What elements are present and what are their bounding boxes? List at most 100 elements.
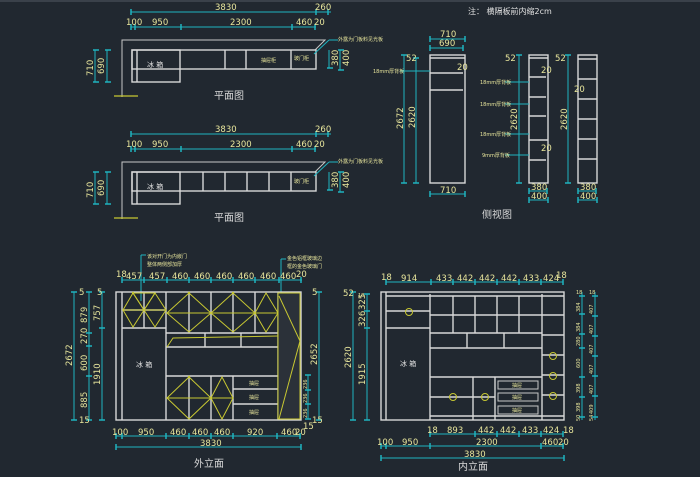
- dim-top: 433: [436, 274, 452, 284]
- dim-bottom: 100: [377, 438, 393, 448]
- dim-bottom: 18: [563, 426, 574, 436]
- dim-top: 18: [116, 270, 127, 280]
- outer-elevation: 该对开门为内嵌门 整体两侧部加厚 金色铝框玻璃边 框的金色玻璃门 18 457 …: [65, 253, 323, 470]
- callout-text: 外露为门板料见光板: [338, 158, 383, 165]
- dim-total: 3830: [215, 3, 237, 13]
- dim-20: 20: [457, 63, 468, 73]
- dim-54: 54: [589, 415, 595, 421]
- dim-top: 460: [280, 272, 296, 282]
- dim-20: 20: [314, 18, 325, 28]
- dim-52: 52: [406, 54, 417, 64]
- dim-bottom: 460: [192, 428, 208, 438]
- drawer-label: 抽屉: [249, 409, 259, 416]
- callout-left-line2: 整体两侧部加厚: [147, 261, 182, 268]
- dim-top: 460: [216, 272, 232, 282]
- dim-total: 3830: [215, 125, 237, 135]
- dim-20: 20: [541, 144, 552, 154]
- dim-2672: 2672: [65, 344, 75, 366]
- dim-407: 407: [589, 384, 595, 394]
- dim-bottom: 18: [427, 426, 438, 436]
- drawer-label: 抽屉: [249, 380, 259, 387]
- fridge-label: 冰 箱: [136, 360, 152, 369]
- dim-100: 100: [126, 140, 142, 150]
- dim-2300: 2300: [230, 140, 252, 150]
- fridge-label: 冰 箱: [147, 60, 163, 69]
- dim-325: 325: [358, 294, 368, 310]
- dim-bottom: 2300: [476, 438, 498, 448]
- dim-bottom: 20: [295, 428, 306, 438]
- drawer-label: 抽屉: [512, 407, 522, 414]
- dim-100: 100: [126, 18, 142, 28]
- plan-title: 平面图: [214, 212, 244, 224]
- outer-elevation-title: 外立面: [194, 457, 224, 470]
- callout-text: 外露为门板料见光板: [338, 36, 383, 43]
- dim-398: 398: [576, 402, 582, 412]
- dim-top: 442: [501, 274, 517, 284]
- dim-400: 400: [342, 172, 352, 188]
- dim-380: 380: [531, 183, 547, 193]
- dim-bottom: 20: [558, 438, 569, 448]
- dim-236: 236: [303, 393, 309, 403]
- dim-690: 690: [439, 39, 455, 49]
- dim-2620: 2620: [344, 346, 354, 368]
- dim-top: 18: [556, 271, 567, 281]
- handle-circles: [405, 308, 557, 401]
- dim-2672: 2672: [396, 107, 406, 129]
- dim-407: 407: [589, 364, 595, 374]
- plan-view-1: 3830 260 100 950 2300 460 20 冰 箱 抽屉柜 玻门柜…: [86, 3, 383, 102]
- dim-2652: 2652: [310, 343, 320, 365]
- dim-bottom: 950: [402, 438, 418, 448]
- dim-bottom: 460: [281, 428, 297, 438]
- dim-20: 20: [541, 66, 552, 76]
- dim-bottom: 433: [522, 426, 538, 436]
- dim-top: 914: [401, 274, 417, 284]
- dim-18: 18: [589, 290, 595, 296]
- dim-270: 270: [80, 328, 90, 344]
- dim-710: 710: [86, 182, 96, 198]
- plan-view-2: 3830 260 100 950 2300 460 20 冰 箱 玻门柜 外露为…: [86, 125, 383, 224]
- dim-409: 409: [589, 404, 595, 414]
- dim-710: 710: [86, 60, 96, 76]
- dim-top: 20: [296, 270, 307, 280]
- dim-top: 433: [523, 274, 539, 284]
- dim-52: 52: [555, 54, 566, 64]
- dim-bottom: 893: [447, 426, 463, 436]
- dim-bottom: 460: [214, 428, 230, 438]
- side-view: 710 690 52 2672 2620 20 18mm厚背板 710 52 2…: [373, 30, 598, 221]
- door-cabinet-label: 玻门柜: [294, 55, 309, 62]
- dim-20: 20: [574, 85, 585, 95]
- dim-407: 407: [589, 324, 595, 334]
- dim-total: 3830: [200, 439, 222, 449]
- dim-total: 3830: [464, 450, 486, 460]
- door-cabinet-label: 玻门柜: [294, 178, 309, 185]
- dim-15: 15: [79, 416, 90, 426]
- dim-top: 424: [543, 274, 559, 284]
- dim-380: 380: [331, 172, 341, 188]
- callout-left-line1: 该对开门为内嵌门: [147, 253, 187, 260]
- fridge-label: 冰 箱: [400, 359, 416, 368]
- dim-260: 260: [315, 125, 331, 135]
- back-panel-callout: 9mm厚背板: [482, 152, 510, 159]
- inner-elevation-title: 内立面: [458, 460, 488, 473]
- plan-title: 平面图: [214, 90, 244, 102]
- dim-460: 460: [296, 18, 312, 28]
- dim-380: 380: [331, 50, 341, 66]
- dim-380: 380: [580, 183, 596, 193]
- dim-384: 384: [576, 322, 582, 332]
- dim-52: 52: [343, 289, 354, 299]
- back-panel-callout: 18mm厚背板: [480, 79, 511, 86]
- dim-50: 50: [576, 415, 582, 421]
- dim-bottom: 950: [138, 428, 154, 438]
- dim-460: 460: [296, 140, 312, 150]
- dim-280: 280: [576, 336, 582, 346]
- dim-top: 460: [172, 272, 188, 282]
- dim-top: 457: [149, 272, 165, 282]
- dim-top: 460: [260, 272, 276, 282]
- dim-950: 950: [152, 18, 168, 28]
- dim-400: 400: [342, 50, 352, 66]
- dim-top: 442: [457, 274, 473, 284]
- dim-600: 600: [576, 358, 582, 368]
- dim-400: 400: [580, 192, 596, 202]
- dim-384: 384: [576, 302, 582, 312]
- dim-2620: 2620: [560, 108, 570, 130]
